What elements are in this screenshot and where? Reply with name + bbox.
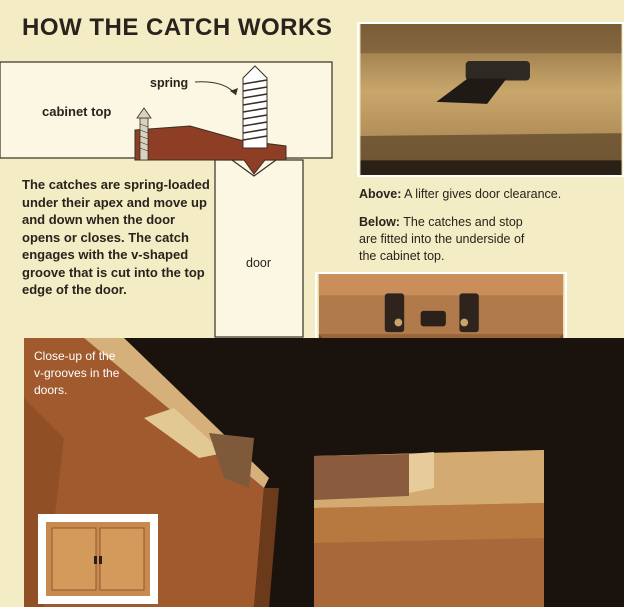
page-title: HOW THE CATCH WORKS bbox=[22, 14, 333, 41]
spring-label: spring bbox=[150, 76, 189, 90]
door-label: door bbox=[246, 256, 272, 270]
screw-icon bbox=[136, 107, 152, 161]
v-groove bbox=[231, 159, 277, 177]
v-groove-closeup-photo bbox=[24, 338, 624, 608]
page-edge-bottom bbox=[0, 607, 630, 613]
above-caption-label: Above: bbox=[359, 187, 402, 201]
below-caption-label: Below: bbox=[359, 215, 400, 229]
spring-icon bbox=[242, 65, 268, 149]
below-caption-text: The catches and stop are fitted into the… bbox=[359, 215, 525, 263]
closeup-caption: Close-up of the v-grooves in the doors. bbox=[34, 349, 120, 397]
cabinet-top-label: cabinet top bbox=[42, 104, 112, 119]
lifter-photo bbox=[357, 22, 625, 177]
above-caption: Above: A lifter gives door clearance. bbox=[359, 186, 619, 203]
door-panel bbox=[214, 159, 304, 338]
above-caption-text: A lifter gives door clearance. bbox=[404, 187, 562, 201]
page-edge-right bbox=[624, 0, 630, 613]
below-caption: Below: The catches and stop are fitted i… bbox=[359, 214, 539, 265]
body-text: The catches are spring-loaded under thei… bbox=[22, 177, 210, 297]
